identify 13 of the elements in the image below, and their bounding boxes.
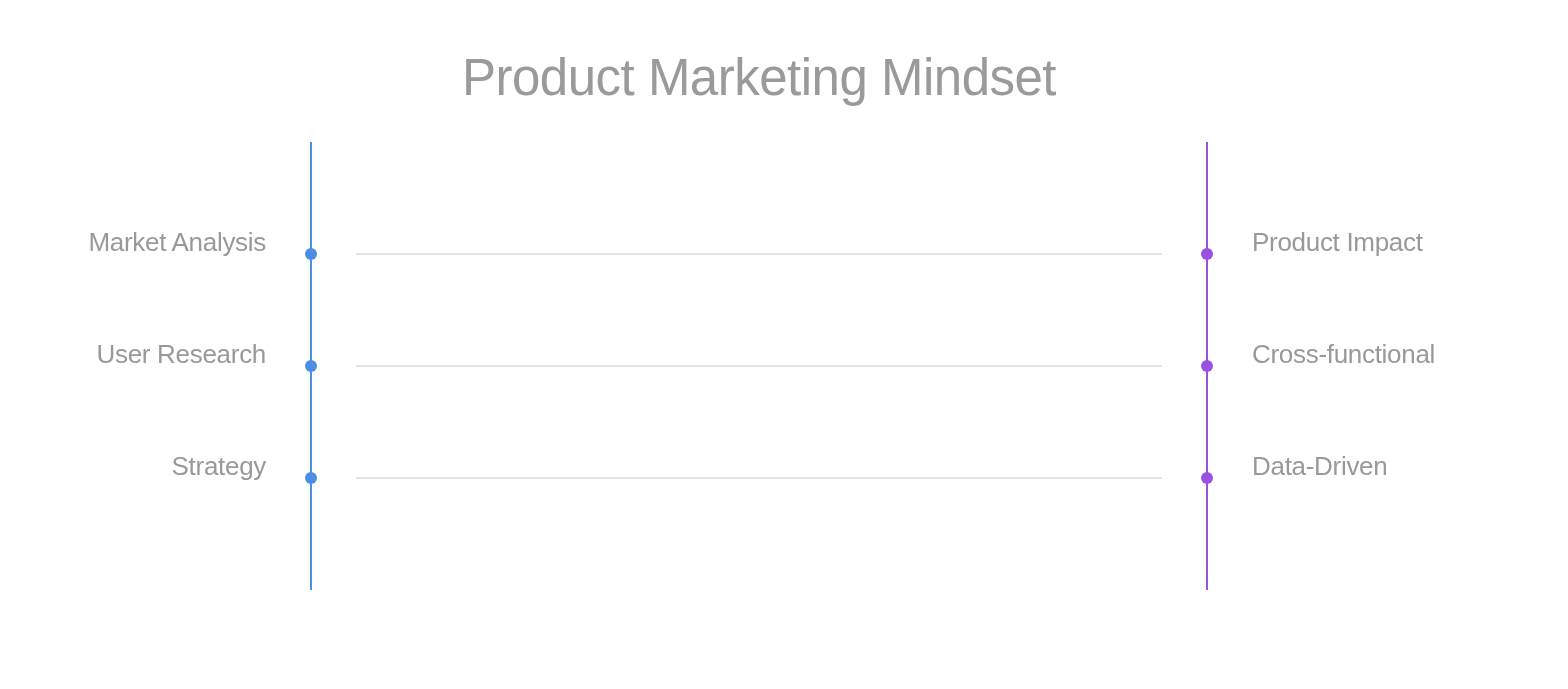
point-label: Strategy	[171, 450, 266, 482]
timeline-dot-icon	[1201, 248, 1213, 260]
point-label: User Research	[96, 338, 266, 370]
timeline-dot-icon	[305, 472, 317, 484]
point-label: Market Analysis	[88, 226, 266, 258]
diagram-title: Product Marketing Mindset	[461, 48, 1057, 108]
point-label: Product Impact	[1252, 226, 1423, 258]
point-label: Cross-functional	[1252, 338, 1436, 370]
timeline-dot-icon	[1201, 360, 1213, 372]
point-label: Data-Driven	[1252, 450, 1388, 482]
timeline-dot-icon	[305, 248, 317, 260]
timeline-dot-icon	[305, 360, 317, 372]
timeline-dot-icon	[1201, 472, 1213, 484]
